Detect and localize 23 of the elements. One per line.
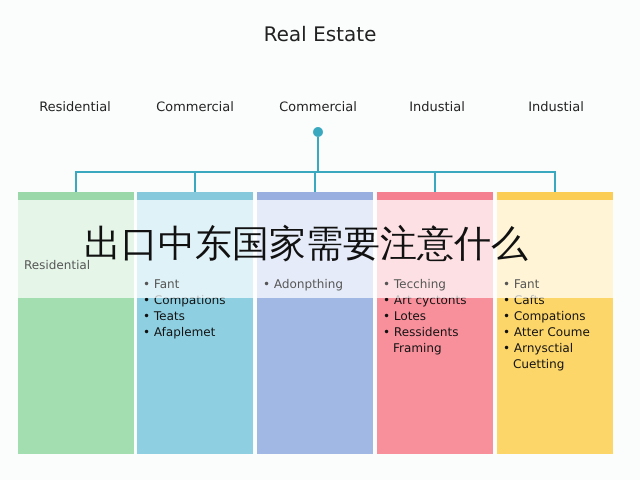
list-item: • Atter Coume <box>503 324 591 340</box>
list-item: • Tecching <box>383 276 447 292</box>
list-item: • Arnysctial Cuetting <box>503 340 574 372</box>
connector-line <box>317 137 556 192</box>
list-item: • Compations <box>143 292 227 308</box>
diagram-title: Real Estate <box>262 22 378 46</box>
category-label: Industial <box>527 100 585 115</box>
junction-dot <box>313 127 323 137</box>
list-item: • Fant <box>503 276 540 292</box>
list-item: • Fant <box>143 276 180 292</box>
category-label: Industial <box>408 100 466 115</box>
list-item: • Compations <box>503 308 587 324</box>
list-item: • Cafts <box>503 292 546 308</box>
list-item: • Teats <box>143 308 186 324</box>
category-label: Residential <box>38 100 112 115</box>
category-label: Commercial <box>155 100 235 115</box>
column-heading: Residential <box>24 258 90 272</box>
list-item: • Adonpthing <box>263 276 344 292</box>
category-label: Commercial <box>278 100 358 115</box>
list-item: • Ressidents Framing <box>383 324 460 356</box>
list-item: • Lotes <box>383 308 428 324</box>
list-item: • Art cyctonts <box>383 292 468 308</box>
list-item: • Afaplemet <box>143 324 216 340</box>
